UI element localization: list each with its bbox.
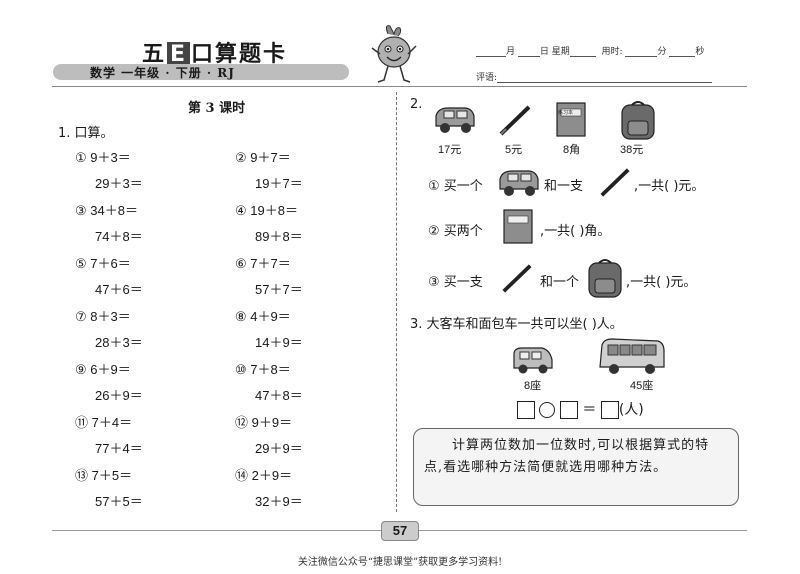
problem-8b: 14＋9＝ — [255, 335, 303, 350]
lesson-title: 第 3 课时 — [188, 101, 246, 116]
comment-blank[interactable] — [497, 74, 713, 83]
notebook-price: 8角 — [563, 144, 581, 156]
q1-car-icon — [496, 167, 542, 199]
problem-3: ③ 34＋8＝ — [75, 203, 138, 218]
backpack-price: 38元 — [620, 144, 644, 156]
problem-7b: 28＋3＝ — [95, 335, 143, 350]
mascot-icon — [368, 24, 420, 86]
problem-5b: 47＋6＝ — [95, 282, 143, 297]
problem-11: ⑪ 7＋4＝ — [75, 415, 133, 430]
problem-1: ① 9＋3＝ — [75, 150, 131, 165]
problem-1b: 29＋3＝ — [95, 176, 143, 191]
equation-box-2[interactable] — [559, 401, 578, 419]
brand-suffix: 口算题卡 — [191, 42, 288, 67]
problem-2: ② 9＋7＝ — [235, 150, 291, 165]
q1-pen-icon — [598, 166, 632, 198]
notebook-label: 练习本 — [558, 110, 574, 116]
page-number: 57 — [381, 521, 419, 541]
equation-unit: (人) — [618, 402, 644, 418]
month-blank[interactable] — [476, 48, 506, 57]
q2-prefix: ② 买两个 — [428, 224, 483, 239]
problem-12b: 29＋9＝ — [255, 441, 303, 456]
equation-row: ＝ (人) — [517, 399, 644, 419]
operator-circle[interactable] — [539, 402, 556, 418]
problem-11b: 77＋4＝ — [95, 441, 143, 456]
tip-box: 计算两位数加一位数时,可以根据算式的特点,看选哪种方法简便就选用哪种方法。 — [413, 428, 739, 506]
q1-prefix: ① 买一个 — [428, 179, 483, 194]
problem-12: ⑫ 9＋9＝ — [235, 415, 293, 430]
problem-5: ⑤ 7＋6＝ — [75, 256, 131, 271]
car-price: 17元 — [438, 144, 462, 156]
q3-prefix: ③ 买一支 — [428, 275, 483, 290]
car-icon — [432, 104, 478, 136]
problem-6b: 57＋7＝ — [255, 282, 303, 297]
problem-4: ④ 19＋8＝ — [235, 203, 298, 218]
problem-10: ⑩ 7＋8＝ — [235, 362, 291, 377]
q3-pen-icon — [500, 262, 534, 294]
q2-notebook-icon — [502, 208, 536, 246]
problem-13b: 57＋5＝ — [95, 494, 143, 509]
q3-suffix: ,一共( )元。 — [626, 275, 697, 290]
comment-line: 评语: — [476, 70, 713, 83]
problem-9b: 26＋9＝ — [95, 388, 143, 403]
section-2-heading: 2. — [410, 97, 423, 112]
equation-box-1[interactable] — [517, 401, 535, 419]
problem-2b: 19＋7＝ — [255, 176, 303, 191]
problem-10b: 47＋8＝ — [255, 388, 303, 403]
problem-13: ⑬ 7＋5＝ — [75, 468, 133, 483]
tip-text: 计算两位数加一位数时,可以根据算式的特点,看选哪种方法简便就选用哪种方法。 — [424, 438, 710, 475]
problem-4b: 89＋8＝ — [255, 229, 303, 244]
brand-e-mark: E — [167, 42, 191, 67]
problem-14b: 32＋9＝ — [255, 494, 303, 509]
equation-box-result[interactable] — [600, 401, 619, 419]
pen-price: 5元 — [505, 144, 523, 156]
section-3-question: 3. 大客车和面包车一共可以坐( )人。 — [410, 317, 623, 332]
footer-note: 关注微信公众号“捷思课堂”获取更多学习资料! — [297, 557, 503, 568]
equals-sign: ＝ — [582, 402, 597, 418]
problem-14: ⑭ 2＋9＝ — [235, 468, 293, 483]
seconds-blank[interactable] — [669, 48, 696, 57]
q1-suffix: ,一共( )元。 — [634, 179, 705, 194]
q1-middle: 和一支 — [544, 179, 584, 194]
q2-suffix: ,一共( )角。 — [540, 224, 611, 239]
q3-backpack-icon — [585, 257, 625, 299]
problem-9: ⑨ 6＋9＝ — [75, 362, 131, 377]
date-line: 月 日 星期 用时: 分 秒 — [476, 44, 704, 57]
subject-band — [53, 64, 349, 80]
problem-6: ⑥ 7＋7＝ — [235, 256, 291, 271]
minutes-blank[interactable] — [625, 48, 658, 57]
column-divider — [396, 92, 397, 512]
van-seats: 8座 — [524, 380, 542, 392]
q3-middle: 和一个 — [540, 275, 580, 290]
problem-7: ⑦ 8＋3＝ — [75, 309, 131, 324]
section-1-heading: 1. 口算。 — [58, 126, 114, 141]
weekday-blank[interactable] — [569, 48, 596, 57]
bus-icon — [596, 333, 668, 379]
notebook-icon — [555, 101, 589, 139]
header-rule — [52, 86, 747, 87]
problem-3b: 74＋8＝ — [95, 229, 143, 244]
backpack-icon — [618, 99, 658, 141]
brand-prefix: 五 — [142, 42, 167, 67]
day-blank[interactable] — [517, 48, 540, 57]
van-icon — [510, 344, 554, 376]
problem-8: ⑧ 4＋9＝ — [235, 309, 291, 324]
bus-seats: 45座 — [630, 380, 654, 392]
pen-icon — [497, 104, 533, 136]
subject-line: 数学 一年级 · 下册 · RJ — [90, 66, 235, 80]
